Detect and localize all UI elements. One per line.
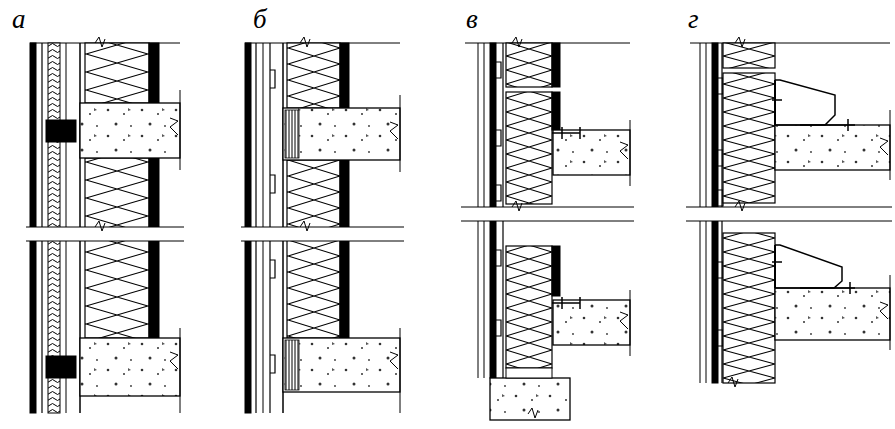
- section-b: [241, 37, 406, 413]
- section-d: [686, 37, 894, 387]
- panel-letter: в: [466, 6, 478, 33]
- section-a: [26, 37, 186, 413]
- panel-letter: г: [688, 6, 699, 33]
- panel-letter: б: [253, 6, 267, 33]
- panel-letter: а: [12, 6, 26, 33]
- section-c: [461, 37, 636, 420]
